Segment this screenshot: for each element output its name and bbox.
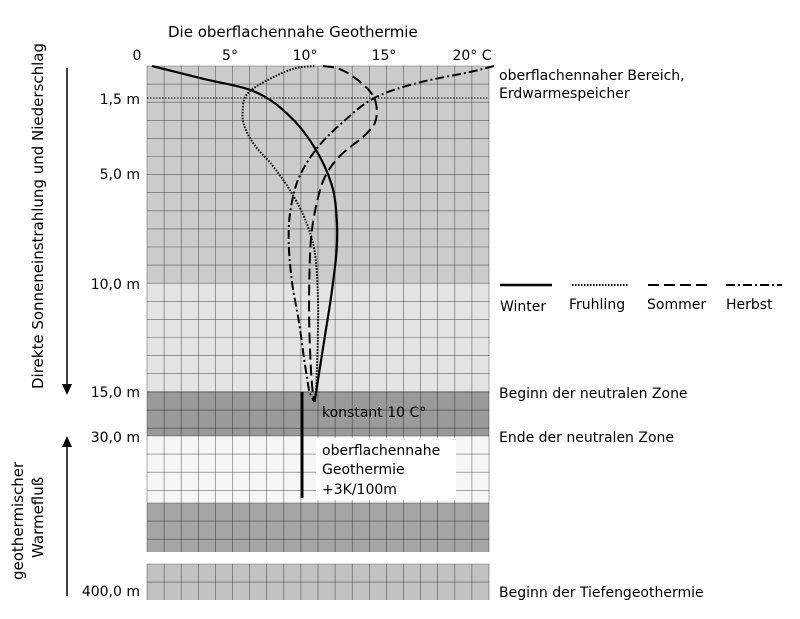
near-surface-zone-label-1: oberflachennaher Bereich, (499, 68, 685, 84)
heat-flow-label-1: geothermischer (9, 461, 27, 580)
neutral-zone-start-label: Beginn der neutralen Zone (499, 386, 688, 402)
temp-tick-0: 0 (133, 48, 142, 64)
depth-label-15: 15,0 m (91, 385, 140, 401)
depth-label-10: 10,0 m (91, 277, 140, 293)
gradient-label-box (316, 438, 456, 500)
legend-sommer-label: Sommer (647, 297, 706, 313)
neutral-zone-end-label: Ende der neutralen Zone (499, 430, 674, 446)
down-arrow-icon (62, 384, 72, 395)
temp-tick-10: 10° (293, 48, 318, 64)
near-surface-zone-label-2: Erdwarmespeicher (499, 86, 630, 102)
curve-winter (151, 64, 339, 403)
gradient-label-3: +3K/100m (322, 482, 397, 498)
depth-label-1-5: 1,5 m (100, 92, 140, 108)
curve-sommer (308, 65, 378, 403)
legend: Winter Fruhling Sommer Herbst (500, 283, 782, 315)
up-arrow-icon (62, 436, 72, 447)
temperature-curves (151, 64, 495, 403)
curve-herbst (287, 65, 495, 403)
temp-tick-5: 5° (222, 48, 238, 64)
legend-fruhling-label: Fruhling (569, 297, 625, 313)
legend-herbst-label: Herbst (726, 297, 773, 313)
depth-label-5: 5,0 m (100, 167, 140, 183)
temp-tick-15: 15° (372, 48, 397, 64)
gradient-label-1: oberflachennahe (322, 443, 440, 459)
depth-label-30: 30,0 m (91, 430, 140, 446)
legend-winter-label: Winter (500, 299, 546, 315)
grid-lines (146, 65, 490, 600)
temp-tick-20: 20° C (452, 48, 491, 64)
depth-label-400: 400,0 m (82, 584, 140, 600)
solar-radiation-label: Direkte Sonneneinstrahlung und Niedersch… (29, 43, 47, 389)
heat-flow-label-2: Warmefluß (29, 477, 47, 558)
gradient-label-2: Geothermie (322, 462, 405, 478)
deep-geothermal-label: Beginn der Tiefengeothermie (499, 585, 704, 601)
constant-label: konstant 10 C° (322, 405, 426, 421)
diagram-title: Die oberflachennahe Geothermie (168, 23, 418, 41)
